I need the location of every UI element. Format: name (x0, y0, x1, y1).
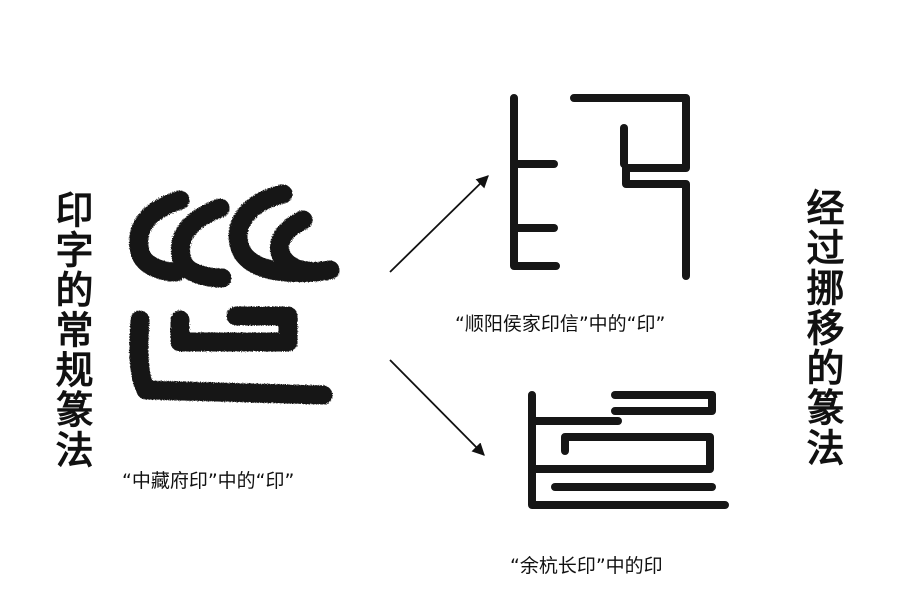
caption-yuhangchang: “余杭长印”中的印 (510, 555, 663, 577)
seal-glyph-yuhang (528, 391, 729, 509)
arrow-down-right (389, 359, 485, 456)
caption-shunyanghoujia: “顺阳侯家印信”中的“印” (455, 313, 666, 335)
left-vertical-title: 印字的常规篆法 (49, 190, 93, 470)
seal-glyph-conventional (129, 184, 340, 405)
right-vertical-title: 经过挪移的篆法 (800, 188, 844, 468)
seal-glyph-shunyang (510, 94, 690, 280)
caption-zhongzangfu: “中藏府印”中的“印” (122, 470, 295, 492)
arrow-up-right (389, 175, 489, 273)
